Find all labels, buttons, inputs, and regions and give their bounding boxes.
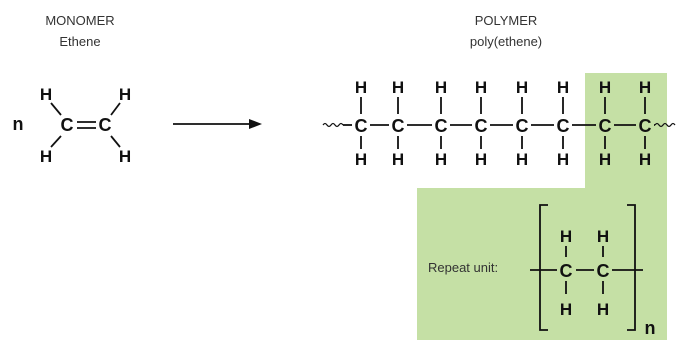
monomer-coefficient: n [13,114,24,134]
chain-h-top-7: H [599,78,611,97]
chain-h-top-8: H [639,78,651,97]
chain-h-bottom-5: H [516,150,528,169]
chain-h-top-5: H [516,78,528,97]
monomer-h-bottom-right: H [119,147,131,166]
repeat-unit-highlight [417,73,667,340]
monomer-h-top-right: H [119,85,131,104]
chain-h-bottom-4: H [475,150,487,169]
bond-c-h-top-left [50,102,62,116]
monomer-name: Ethene [59,34,100,49]
chain-carbon-7: C [599,116,612,136]
chain-h-bottom-2: H [392,150,404,169]
chain-h-bottom-7: H [599,150,611,169]
repeat-h-bottom-1: H [560,300,572,319]
chain-carbon-5: C [516,116,529,136]
monomer-h-bottom-left: H [40,147,52,166]
chain-wavy-end-right [654,122,676,128]
bracket-right [627,204,636,331]
repeat-h-bottom-2: H [597,300,609,319]
repeat-h-top-2: H [597,227,609,246]
chain-carbon-2: C [392,116,405,136]
monomer-h-top-left: H [40,85,52,104]
monomer-carbon-left: C [61,115,74,135]
repeat-h-top-1: H [560,227,572,246]
chain-h-top-1: H [355,78,367,97]
chain-wavy-end-left [322,122,344,128]
repeat-unit-subscript: n [645,318,656,338]
chain-h-bottom-1: H [355,150,367,169]
reaction-arrow [173,119,262,129]
chain-h-top-6: H [557,78,569,97]
bond-c-h-top-right [110,102,121,116]
chain-h-top-3: H [435,78,447,97]
chain-h-bottom-8: H [639,150,651,169]
polymer-name: poly(ethene) [470,34,542,49]
chain-carbon-3: C [435,116,448,136]
chain-h-top-4: H [475,78,487,97]
chain-h-bottom-6: H [557,150,569,169]
ethene-molecule: n H H H H C C [13,85,132,166]
chain-h-bottom-3: H [435,150,447,169]
bond-c-h-bottom-left [50,135,62,148]
bond-c-h-bottom-right [110,135,121,148]
repeat-carbon-1: C [560,261,573,281]
repeat-carbon-2: C [597,261,610,281]
repeat-unit: Repeat unit: n C C H H H H [428,204,656,338]
monomer-carbon-right: C [99,115,112,135]
monomer-heading: MONOMER [45,13,114,28]
repeat-unit-label: Repeat unit: [428,260,498,275]
chain-carbon-6: C [557,116,570,136]
chain-carbon-1: C [355,116,368,136]
polymer-heading: POLYMER [475,13,538,28]
chain-carbon-8: C [639,116,652,136]
bracket-left [539,204,548,331]
chain-carbon-4: C [475,116,488,136]
chain-h-top-2: H [392,78,404,97]
